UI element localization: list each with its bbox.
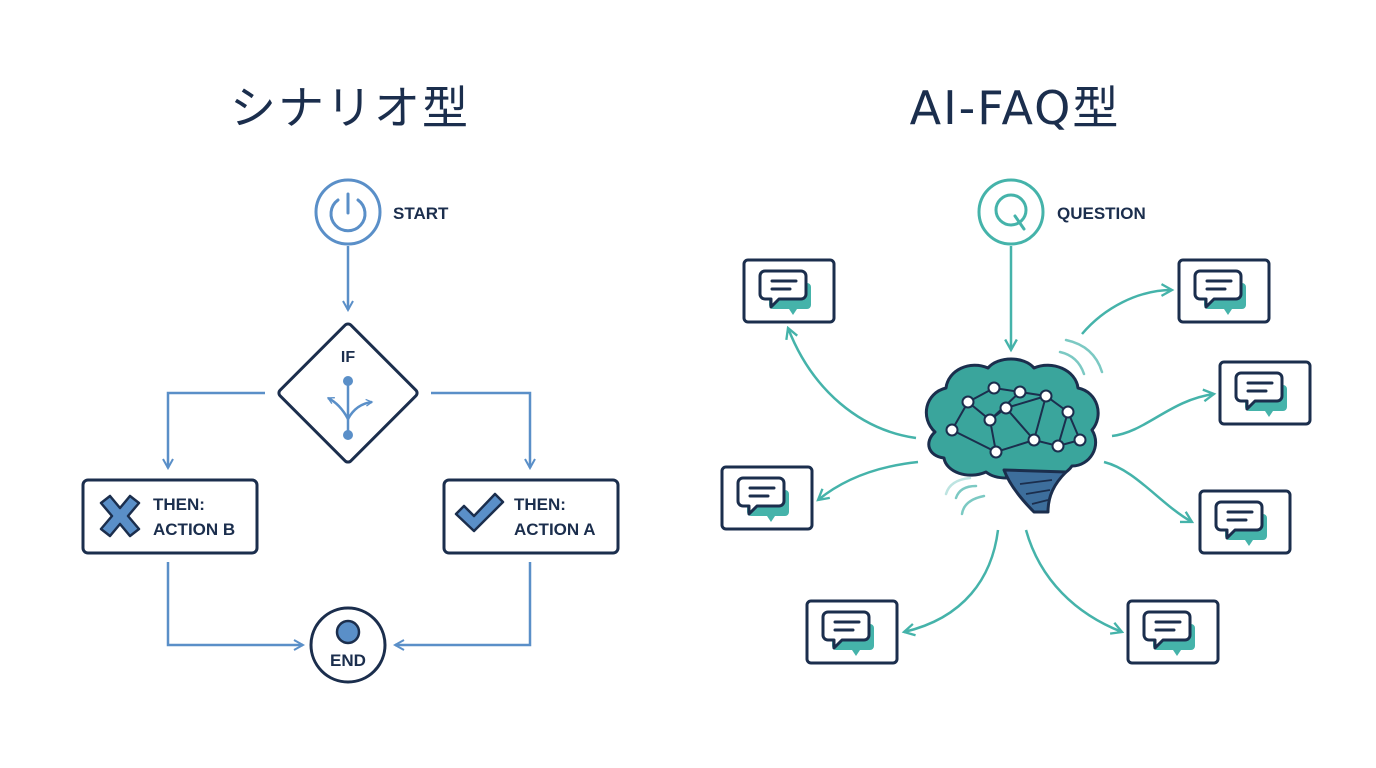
x-icon (99, 494, 141, 538)
chat-bubble-icon (1198, 489, 1292, 555)
action-a-node: THEN: ACTION A (442, 478, 620, 555)
arrow-action-a-to-end (395, 562, 532, 645)
check-icon (454, 492, 505, 533)
branch-icon (328, 376, 372, 440)
arrow-action-b-to-end (166, 562, 303, 645)
end-label: END (330, 651, 366, 670)
arrow-to-answer-1 (788, 328, 917, 440)
action-a-line2: ACTION A (514, 520, 596, 539)
arrow-if-to-action-a (431, 391, 530, 468)
question-label: QUESTION (1057, 204, 1146, 223)
chat-bubble-icon (720, 465, 814, 531)
action-a-line1: THEN: (514, 495, 566, 514)
arrow-if-to-action-b (168, 391, 265, 468)
brain-icon (925, 338, 1104, 516)
q-icon (994, 193, 1028, 231)
action-b-line1: THEN: (153, 495, 205, 514)
ai-faq-title: AI-FAQ型 (909, 81, 1121, 135)
scenario-flowchart: START IF THEN: ACTION B (81, 178, 620, 684)
arrow-to-answer-2 (818, 460, 919, 500)
arrow-to-answer-3 (904, 529, 1000, 632)
ai-faq-diagram: QUESTION (720, 178, 1312, 665)
question-node: QUESTION (977, 178, 1146, 246)
arrow-to-answer-6 (1111, 394, 1214, 438)
arrow-to-answer-4 (1024, 529, 1122, 632)
action-b-line2: ACTION B (153, 520, 235, 539)
end-node: END (309, 606, 387, 684)
action-b-node: THEN: ACTION B (81, 478, 259, 555)
power-icon (329, 192, 367, 233)
arrow-to-answer-5 (1103, 460, 1192, 522)
chat-bubble-icon (742, 258, 836, 324)
end-dot-icon (335, 619, 361, 645)
chat-bubble-icon (805, 599, 899, 665)
answer-arrows (788, 290, 1214, 632)
chat-bubble-icon (1177, 258, 1271, 324)
if-label: IF (341, 349, 355, 366)
scenario-title: シナリオ型 (230, 81, 470, 135)
if-decision-node: IF (277, 322, 419, 464)
chat-bubble-icon (1126, 599, 1220, 665)
arrow-to-answer-7 (1081, 290, 1172, 335)
start-node: START (314, 178, 449, 246)
start-label: START (393, 204, 449, 223)
chat-bubble-icon (1218, 360, 1312, 426)
